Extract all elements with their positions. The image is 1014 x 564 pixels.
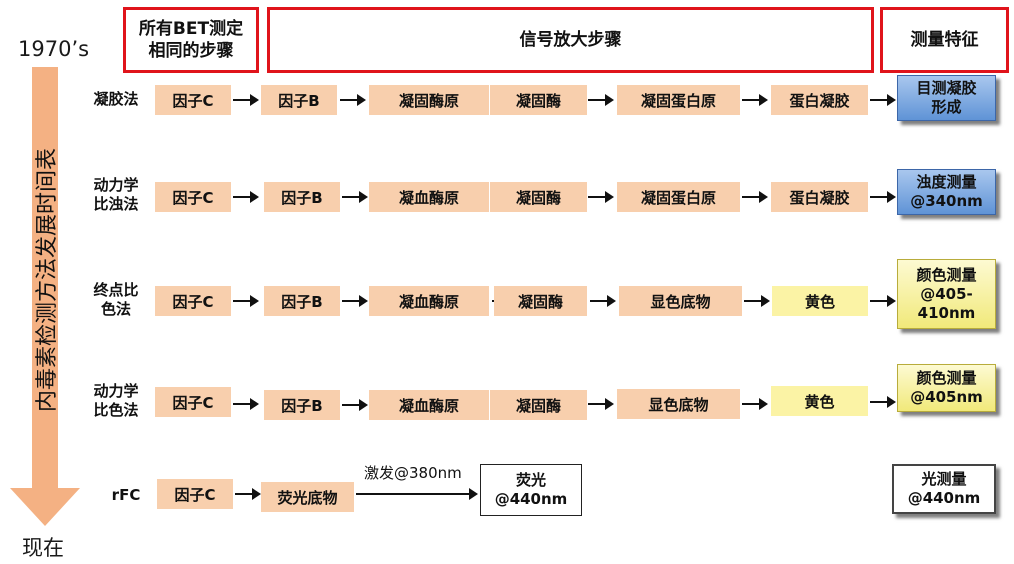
measurement-feature-box: 颜色测量 @405nm	[897, 364, 996, 412]
flow-arrow	[588, 93, 614, 107]
flow-arrow	[870, 190, 896, 204]
row-label: 凝胶法	[93, 90, 139, 108]
step-box: 蛋白凝胶	[771, 182, 868, 212]
timeline-arrow	[10, 67, 80, 526]
measurement-feature-box: 目测凝胶 形成	[897, 75, 996, 121]
flow-arrow	[233, 397, 259, 411]
timeline-axis-label: 内毒素检测方法发展时间表	[35, 147, 60, 413]
flow-arrow	[233, 93, 259, 107]
flow-arrow	[340, 93, 366, 107]
step-box: 因子B	[261, 85, 337, 115]
step-box-yellow: 黄色	[771, 386, 868, 416]
step-box: 凝血酶原	[369, 182, 489, 212]
header-signal-amplification: 信号放大步骤	[267, 7, 874, 73]
step-box: 凝固蛋白原	[617, 182, 740, 212]
flow-arrow	[870, 294, 896, 308]
flow-arrow	[235, 487, 261, 501]
step-box: 显色底物	[619, 286, 742, 316]
step-box: 因子C	[155, 85, 231, 115]
step-box: 因子C	[157, 479, 233, 509]
flow-arrow	[342, 190, 368, 204]
step-box: 荧光底物	[261, 482, 354, 512]
flow-arrow	[744, 294, 770, 308]
step-box: 凝固酶	[490, 85, 587, 115]
measurement-feature-box: 颜色测量 @405- 410nm	[897, 259, 996, 329]
row-label: rFC	[111, 486, 141, 504]
step-box: 凝血酶原	[369, 390, 489, 420]
step-box-yellow: 黄色	[772, 286, 868, 316]
flow-arrow	[742, 397, 768, 411]
row-label: 终点比 色法	[93, 281, 139, 318]
measurement-feature-box: 浊度测量 @340nm	[897, 169, 996, 215]
header-common-steps: 所有BET测定 相同的步骤	[123, 7, 259, 73]
flow-arrow	[590, 294, 616, 308]
excitation-label: 激发@380nm	[364, 464, 462, 482]
row-label: 动力学 比色法	[93, 382, 139, 419]
flow-arrow	[742, 190, 768, 204]
flow-arrow	[870, 395, 896, 409]
flow-arrow	[342, 294, 368, 308]
flow-arrow	[870, 93, 896, 107]
step-box: 显色底物	[617, 389, 740, 419]
header-measurement-features: 测量特征	[880, 7, 1009, 73]
row-label: 动力学 比浊法	[93, 176, 139, 213]
step-box: 凝固蛋白原	[617, 85, 740, 115]
step-box: 因子B	[264, 182, 340, 212]
step-box: 因子C	[155, 286, 231, 316]
flow-arrow	[588, 397, 614, 411]
step-box: 因子B	[264, 286, 340, 316]
flow-arrow	[233, 294, 259, 308]
step-box: 凝固酶	[490, 182, 587, 212]
timeline-start-label: 1970’s	[18, 37, 90, 61]
step-box: 凝固酶	[494, 286, 587, 316]
step-box: 凝固酶原	[369, 85, 489, 115]
step-box: 因子C	[155, 182, 231, 212]
flow-arrow	[742, 93, 768, 107]
fluorescence-output-box: 荧光 @440nm	[480, 464, 582, 516]
flow-arrow	[342, 398, 368, 412]
flow-arrow	[233, 190, 259, 204]
step-box: 因子B	[264, 390, 340, 420]
flow-arrow	[356, 487, 478, 501]
timeline-end-label: 现在	[22, 536, 64, 560]
step-box: 凝血酶原	[369, 286, 489, 316]
step-box: 蛋白凝胶	[771, 85, 868, 115]
step-box: 因子C	[155, 387, 231, 417]
measurement-feature-box: 光测量 @440nm	[892, 464, 996, 514]
step-box: 凝固酶	[490, 390, 587, 420]
flow-arrow	[588, 190, 614, 204]
